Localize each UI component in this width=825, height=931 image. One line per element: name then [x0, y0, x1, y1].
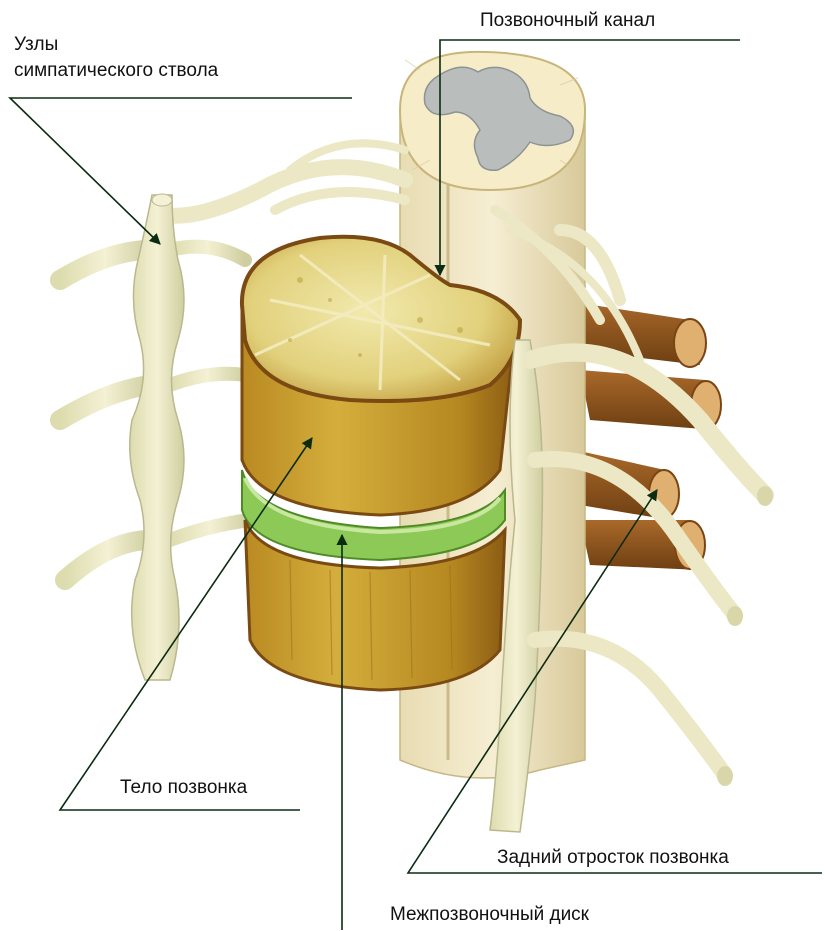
label-sympathetic-line1: Узлы [14, 32, 218, 58]
label-posterior-process: Задний отросток позвонка [497, 845, 729, 871]
label-vertebral-body: Тело позвонка [120, 775, 247, 801]
nerve-fibers-left [165, 143, 405, 215]
label-intervertebral-disc: Межпозвоночный диск [390, 902, 589, 928]
sympathetic-trunk [60, 194, 250, 680]
label-sympathetic-line2: симпатического ствола [14, 58, 218, 84]
label-spinal-canal: Позвоночный канал [480, 8, 655, 34]
label-sympathetic-nodes: Узлы симпатического ствола [14, 32, 218, 84]
